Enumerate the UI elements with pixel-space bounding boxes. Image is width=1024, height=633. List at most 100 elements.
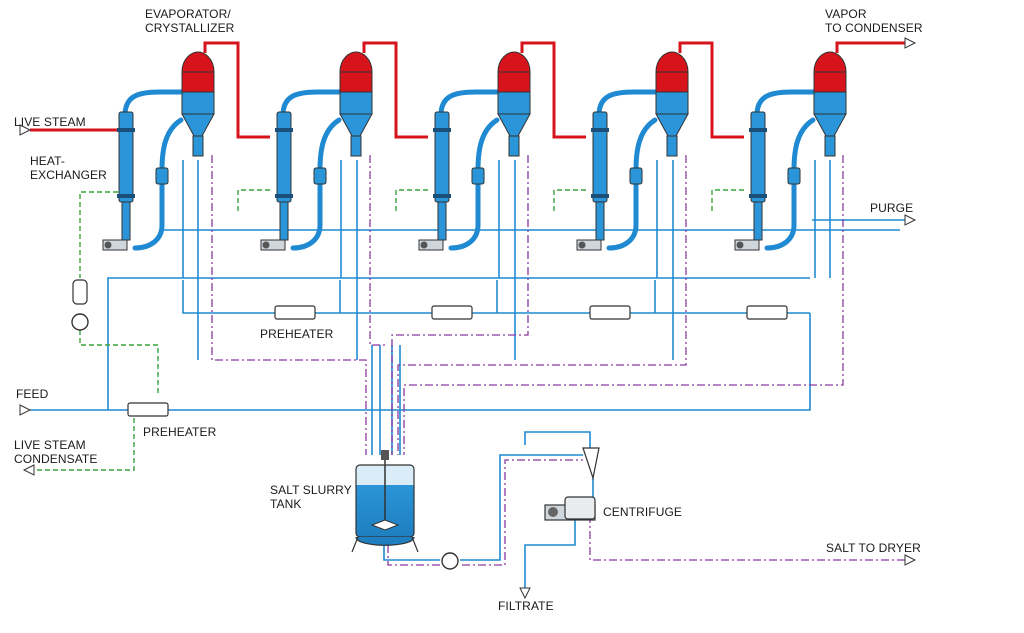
return-pipe — [606, 117, 658, 251]
settler — [787, 167, 801, 185]
heat-exchanger-flange — [275, 194, 293, 198]
evaporator-label-2: CRYSTALLIZER — [145, 21, 235, 35]
vessel-dome — [655, 51, 689, 73]
settler — [629, 167, 643, 185]
agitator-motor — [381, 450, 389, 460]
filtrate-arrow — [519, 587, 531, 600]
vessel-cone — [655, 113, 689, 137]
condensate-label-2: CONDENSATE — [14, 452, 97, 466]
circulation-pump — [418, 239, 444, 251]
vessel-leg — [350, 135, 362, 157]
preheater-unit — [746, 305, 788, 320]
pump-to-hydrocyclone — [460, 454, 583, 561]
circulation-pump — [102, 239, 128, 251]
vessel-cone — [339, 113, 373, 137]
heat-exchanger-leg — [437, 201, 447, 241]
circulation-pump — [734, 239, 760, 251]
filtrate-line — [524, 515, 576, 588]
feed-branch-line — [107, 277, 810, 410]
slurry-pump — [441, 552, 459, 570]
condensate-line — [553, 189, 586, 212]
slurry-feed-lines — [371, 345, 401, 455]
vessel-liquor — [655, 91, 689, 115]
vessel-cone — [497, 113, 531, 137]
heat-exchanger-flange — [433, 194, 451, 198]
evaporator-label-1: EVAPORATOR/ — [145, 7, 231, 21]
slurry-tank-label-2: TANK — [270, 497, 302, 511]
vessel-vapor-space — [339, 71, 373, 93]
vessel-vapor-space — [497, 71, 531, 93]
circulation-pump-motor — [104, 241, 112, 249]
vapor-line — [520, 41, 586, 139]
recirc-pipe — [754, 89, 816, 118]
vessel-vapor-space — [813, 71, 847, 93]
vessel-leg — [192, 135, 204, 157]
condensate-out-line — [34, 418, 135, 471]
live-steam-label: LIVE STEAM — [14, 115, 86, 129]
feed-preheater-unit — [127, 402, 169, 417]
centrifuge-label: CENTRIFUGE — [603, 505, 682, 519]
vessel-vapor-space — [181, 71, 215, 93]
vapor-lines — [203, 41, 905, 139]
slurry-to-pump — [387, 545, 440, 566]
condensate-line — [395, 189, 428, 212]
vessel-leg — [508, 135, 520, 157]
heat-exchanger-leg — [595, 201, 605, 241]
condensate-pot — [71, 279, 89, 331]
tank-outflow — [383, 545, 440, 561]
heat-exchanger-flange — [117, 194, 135, 198]
labels: EVAPORATOR/ CRYSTALLIZER VAPOR TO CONDEN… — [14, 7, 923, 613]
slurry-line — [369, 155, 386, 346]
heat-exchanger — [276, 111, 292, 203]
filtrate-label: FILTRATE — [498, 599, 554, 613]
cyclone-overflow — [524, 431, 591, 460]
heat-exchanger-flange — [591, 128, 609, 132]
slurry-to-cyclone — [462, 459, 583, 566]
vessel-cone — [813, 113, 847, 137]
heat-exchanger-label-1: HEAT- — [30, 154, 65, 168]
settler — [313, 167, 327, 185]
evaporator-effect — [260, 51, 373, 251]
salt-to-dryer-label: SALT TO DRYER — [826, 541, 921, 555]
heat-exchanger-leg — [121, 201, 131, 241]
vessel-liquor — [497, 91, 531, 115]
vapor-line — [362, 41, 428, 139]
slurry-tank-label-1: SALT SLURRY — [270, 483, 352, 497]
condensate-label-1: LIVE STEAM — [14, 438, 86, 452]
preheater-upper-label: PREHEATER — [260, 327, 334, 341]
settler — [471, 167, 485, 185]
return-pipe — [290, 117, 342, 251]
recirc-pipe — [122, 89, 184, 118]
condensate-pump — [71, 313, 89, 331]
vapor-line — [678, 41, 744, 139]
feed-arrow — [19, 404, 32, 416]
agitator-blade — [370, 519, 400, 531]
recirc-pipe — [280, 89, 342, 118]
condensate-line — [237, 189, 270, 212]
preheater-unit — [589, 305, 631, 320]
heat-exchanger-flange — [749, 194, 767, 198]
vapor-label-1: VAPOR — [825, 7, 867, 21]
condensate-line — [79, 330, 159, 395]
vessel-dome — [339, 51, 373, 73]
slurry-line — [397, 155, 687, 455]
vessel-liquor — [339, 91, 373, 115]
return-pipe — [448, 117, 500, 251]
vapor-line — [203, 41, 270, 139]
evaporator-effect — [576, 51, 689, 251]
heat-exchanger — [118, 111, 134, 203]
return-pipe — [764, 117, 816, 251]
circulation-pump-motor — [420, 241, 428, 249]
vessel-liquor — [181, 91, 215, 115]
arrows — [19, 37, 917, 600]
evaporator-effect — [418, 51, 531, 251]
preheater-unit — [431, 305, 473, 320]
heat-exchanger — [750, 111, 766, 203]
process-lines — [30, 160, 905, 588]
feed-label: FEED — [16, 387, 49, 401]
circulation-pump — [576, 239, 602, 251]
slurry-line — [211, 155, 367, 455]
evaporator-effect — [734, 51, 847, 251]
condensate-line — [79, 191, 118, 278]
recirc-pipe — [438, 89, 500, 118]
